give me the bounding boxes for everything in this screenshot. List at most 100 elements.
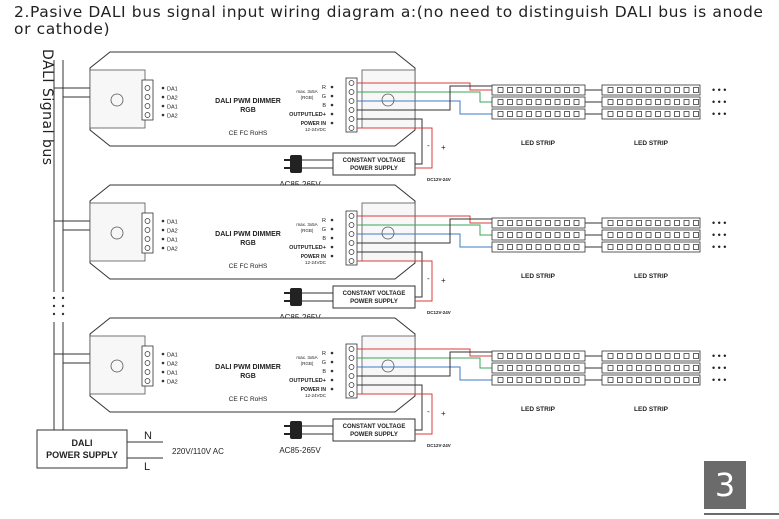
output-dot bbox=[330, 94, 334, 98]
output-dot bbox=[330, 227, 334, 231]
output-dot bbox=[330, 245, 334, 249]
psu-negative-wire bbox=[357, 251, 423, 298]
page-number-badge: 3 bbox=[704, 461, 746, 509]
led-chip bbox=[607, 377, 614, 383]
output-dot bbox=[330, 387, 334, 391]
led-chip bbox=[535, 99, 542, 105]
terminal-screw-icon bbox=[144, 112, 151, 118]
terminal-screw-icon bbox=[348, 355, 355, 361]
led-chip bbox=[526, 232, 532, 238]
led-chip bbox=[497, 353, 504, 359]
output-dot bbox=[330, 254, 334, 258]
output-label-g: G bbox=[322, 360, 326, 366]
led-chip bbox=[526, 111, 532, 117]
dimmer-cert: CE FC RoHS bbox=[229, 130, 268, 137]
psu-minus-label: - bbox=[427, 407, 430, 416]
led-chip bbox=[516, 220, 523, 226]
psu-positive-wire bbox=[357, 127, 433, 169]
mains-plug-icon bbox=[290, 155, 302, 173]
dimmer-title: DALI PWM DIMMER bbox=[215, 231, 281, 238]
output-dot bbox=[330, 112, 334, 116]
bus-continuation-dot bbox=[61, 304, 65, 308]
terminal-dot bbox=[161, 228, 165, 232]
led-chip bbox=[645, 99, 652, 105]
output-plus-label: OUTPUTLED+ bbox=[289, 112, 326, 118]
strip-ellipsis: • • • bbox=[712, 363, 726, 373]
led-chip bbox=[516, 365, 523, 371]
strip-ellipsis: • • • bbox=[712, 85, 726, 95]
led-chip bbox=[683, 377, 690, 383]
led-chip bbox=[655, 87, 661, 93]
bus-continuation-dot bbox=[52, 312, 56, 316]
strip-ellipsis: • • • bbox=[712, 218, 726, 228]
psu-minus-label: - bbox=[427, 141, 430, 150]
output-label-r: R bbox=[322, 218, 326, 224]
terminal-screw-icon bbox=[348, 80, 355, 86]
led-chip bbox=[674, 244, 680, 250]
dimmer-subtitle: RGB bbox=[240, 373, 256, 380]
led-chip bbox=[664, 99, 671, 105]
power-in-label: POWER IN bbox=[301, 121, 327, 127]
strip-ellipsis: • • • bbox=[712, 375, 726, 385]
led-chip bbox=[497, 232, 504, 238]
terminal-screw-icon bbox=[348, 382, 355, 388]
led-chip bbox=[507, 365, 513, 371]
terminal-screw-icon bbox=[348, 364, 355, 370]
led-chip bbox=[655, 232, 661, 238]
output-label-g: G bbox=[322, 94, 326, 100]
terminal-screw-icon bbox=[144, 85, 151, 91]
led-chip bbox=[545, 365, 551, 371]
terminal-dot bbox=[161, 113, 165, 117]
led-chip bbox=[636, 232, 642, 238]
mounting-hole-icon bbox=[381, 93, 395, 107]
psu-dc-label: DC12V-24V bbox=[427, 443, 451, 448]
led-strip-label: LED STRIP bbox=[634, 140, 669, 147]
led-chip bbox=[674, 365, 680, 371]
strip-ellipsis: • • • bbox=[712, 109, 726, 119]
led-chip bbox=[683, 353, 690, 359]
dali-terminal-label: DA2 bbox=[167, 114, 178, 120]
led-chip bbox=[636, 377, 642, 383]
output-dot bbox=[330, 218, 334, 222]
dimmer-spec-2: (RGB) bbox=[301, 361, 314, 366]
psu-line2: POWER SUPPLY bbox=[350, 166, 398, 172]
led-chip bbox=[573, 377, 580, 383]
dali-terminal-block bbox=[141, 79, 154, 121]
terminal-dot bbox=[161, 95, 165, 99]
led-chip bbox=[655, 244, 661, 250]
page-underline bbox=[704, 513, 779, 515]
led-strip-label: LED STRIP bbox=[634, 406, 669, 413]
led-chip bbox=[645, 220, 652, 226]
terminal-screw-icon bbox=[348, 213, 355, 219]
led-chip bbox=[526, 377, 532, 383]
led-chip bbox=[545, 111, 551, 117]
terminal-screw-icon bbox=[348, 249, 355, 255]
led-chip bbox=[645, 377, 652, 383]
led-chip bbox=[674, 232, 680, 238]
led-chip bbox=[564, 99, 570, 105]
output-dot bbox=[330, 85, 334, 89]
dali-terminal-label: DA1 bbox=[167, 371, 178, 377]
led-chip bbox=[545, 353, 551, 359]
led-chip bbox=[516, 99, 523, 105]
led-chip bbox=[516, 87, 523, 93]
led-chip bbox=[564, 353, 570, 359]
dimmer-spec-2: (RGB) bbox=[301, 95, 314, 100]
output-label-b: B bbox=[322, 236, 326, 242]
terminal-screw-icon bbox=[348, 125, 355, 131]
led-chip bbox=[636, 220, 642, 226]
led-chip bbox=[607, 365, 614, 371]
led-chip bbox=[664, 244, 671, 250]
terminal-screw-icon bbox=[144, 94, 151, 100]
terminal-screw-icon bbox=[144, 369, 151, 375]
led-chip bbox=[674, 111, 680, 117]
dali-ps-n-label: N bbox=[144, 430, 152, 442]
led-chip bbox=[535, 377, 542, 383]
led-chip bbox=[507, 111, 513, 117]
led-chip bbox=[683, 87, 690, 93]
strip-ellipsis: • • • bbox=[712, 351, 726, 361]
led-chip bbox=[664, 377, 671, 383]
led-chip bbox=[507, 377, 513, 383]
led-chip bbox=[683, 99, 690, 105]
led-chip bbox=[497, 244, 504, 250]
